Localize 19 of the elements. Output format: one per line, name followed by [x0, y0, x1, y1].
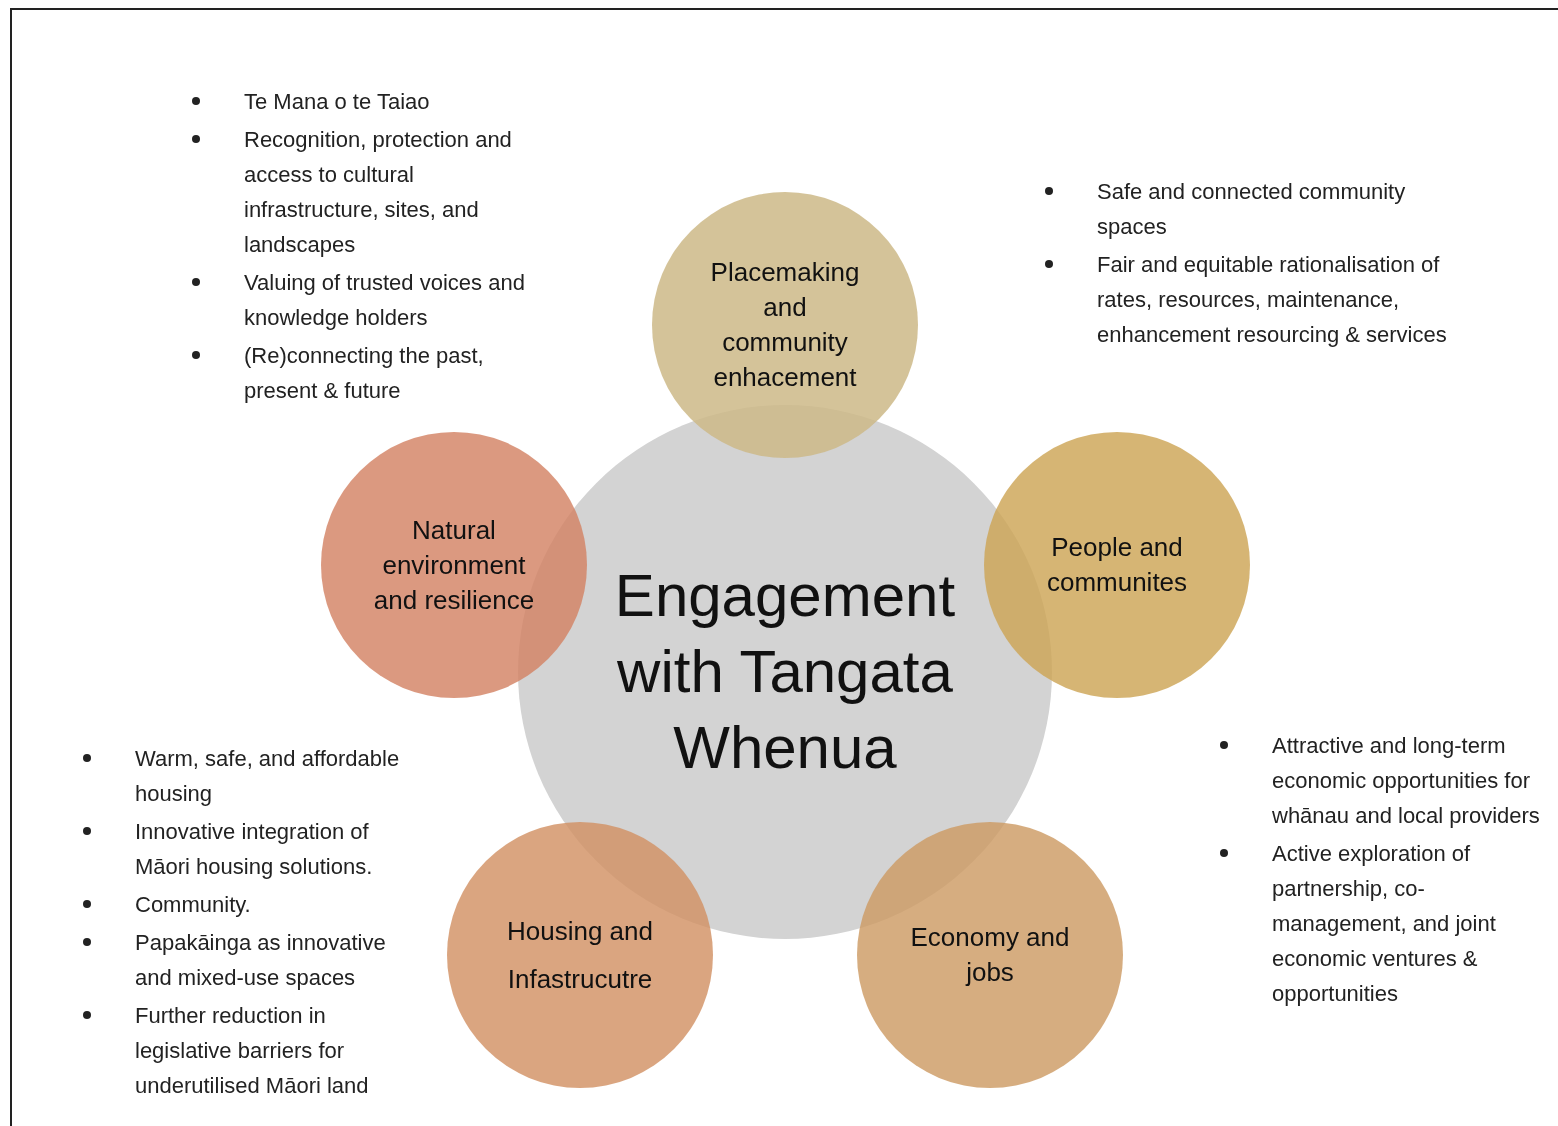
bullet-item: Te Mana o te Taiao	[244, 89, 430, 114]
bullet-item: Community.	[135, 892, 251, 917]
bullet-item: Recognition, protection and access to cultural infrastructure, sites, and landscapes	[244, 127, 512, 257]
bullet-item: Papakāinga as innovative and mixed-use spaces	[135, 930, 386, 990]
bullet-item: Warm, safe, and affordable housing	[135, 746, 400, 806]
bullet-item: Attractive and long-term economic opportunities for whānau and local providers	[1272, 733, 1540, 828]
bullet-item: Fair and equitable rationalisation of rates, resources, maintenance, enhancement resourcing & services	[1097, 252, 1447, 347]
circle-label: Natural environment and resilience	[372, 513, 536, 617]
bullet-item: Further reduction in legislative barriers for underutilised Māori land	[135, 1003, 369, 1098]
bullet-item: (Re)connecting the past, present & future	[244, 343, 484, 403]
bullet-item: Valuing of trusted voices and knowledge holders	[244, 270, 525, 330]
bullet-item: Innovative integration of Māori housing solutions.	[135, 819, 373, 879]
center-title: Engagement with Tangata Whenua	[613, 561, 957, 783]
circle-label: People and communites	[1045, 531, 1189, 599]
circle-label: Housing and Infastrucutre	[506, 915, 654, 996]
bullet-item: Active exploration of partnership, co-management, and joint economic ventures & opportunities	[1272, 841, 1496, 1006]
bullet-item: Safe and connected community spaces	[1097, 179, 1406, 239]
circle-label: Placemaking and community enhacement	[709, 256, 861, 394]
circle-label: Economy and jobs	[909, 921, 1071, 989]
